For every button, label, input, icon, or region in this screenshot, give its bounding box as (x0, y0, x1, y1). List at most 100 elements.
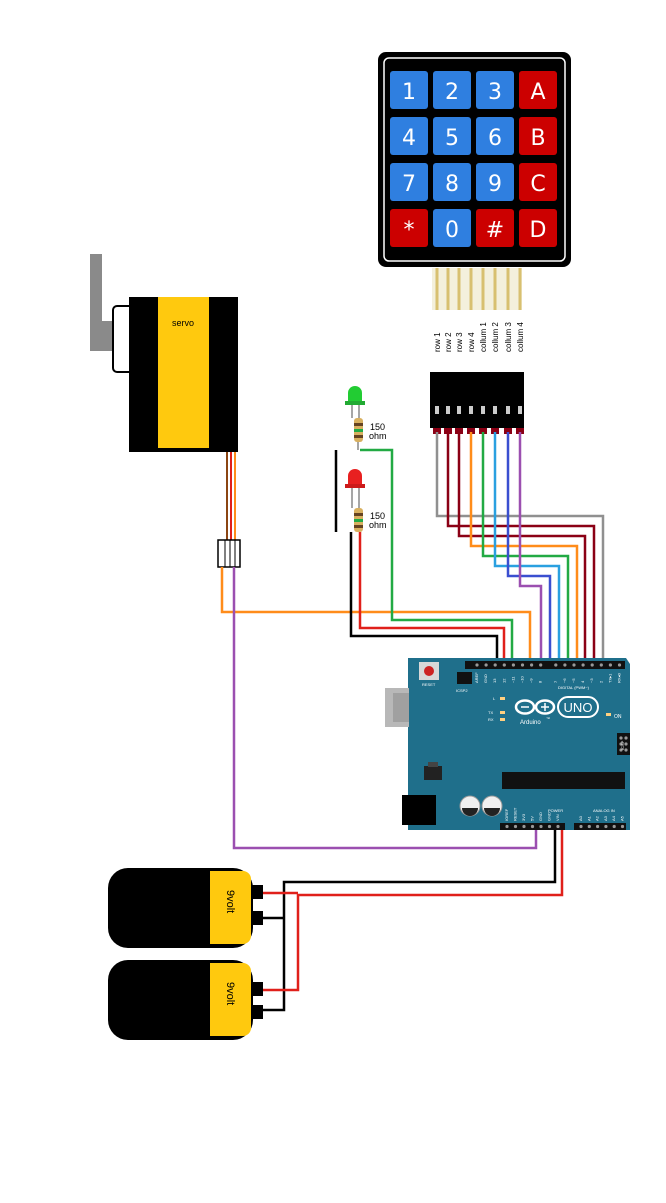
key-5 (390, 117, 428, 155)
wire-led-red (358, 532, 506, 668)
key-label: C (530, 172, 545, 197)
pin-label: row 1 (433, 332, 442, 352)
key-label: 1 (402, 80, 416, 105)
voltage-regulator (424, 766, 442, 780)
key-label: 8 (445, 172, 459, 197)
wire-battery-vin (263, 822, 564, 992)
wire-col2 (493, 432, 561, 668)
led-red: 150 ohm (345, 469, 387, 532)
analog-pin-label: A3 (603, 815, 608, 821)
digital-pin-label: 2 (598, 680, 603, 683)
key-3 (476, 71, 514, 109)
wire-led-ground (349, 532, 499, 668)
key-label: 3 (488, 80, 502, 105)
digital-pin-label: 4 (580, 680, 585, 683)
key-label: 0 (445, 218, 459, 243)
wire-led-green (360, 448, 514, 668)
power-pin-label: RESET (513, 807, 518, 821)
servo-connector (217, 539, 241, 568)
key-4 (519, 71, 557, 109)
on-label: ON (614, 714, 622, 720)
digital-pin-label: ~11 (510, 676, 515, 683)
icsp-label: ICSP (620, 740, 625, 750)
key-label: A (530, 80, 545, 105)
key-label: 6 (488, 126, 502, 151)
digital-pin-label: ~10 (520, 675, 525, 683)
battery-1: 9volt (108, 868, 263, 948)
arduino-tm: ™ (546, 716, 550, 721)
key-label: * (404, 218, 415, 243)
key-10 (433, 163, 471, 201)
servo-label-panel (158, 297, 209, 448)
icsp2-label: ICSP2 (456, 688, 468, 693)
wire-row4 (469, 432, 579, 668)
resistor-2-unit: ohm (369, 520, 387, 530)
key-label: # (486, 218, 504, 243)
analog-header (574, 823, 626, 830)
resistor-1-unit: ohm (369, 431, 387, 441)
key-label: 7 (402, 172, 416, 197)
keypad-ribbon-lines (435, 268, 522, 310)
led-tx-label: TX (488, 710, 493, 715)
pin-label: row 4 (467, 332, 476, 352)
digital-pin-label: 8 (538, 680, 543, 683)
analog-pin-label: A5 (620, 815, 625, 821)
analog-pin-label: A0 (578, 815, 583, 821)
keypad-header-pins (433, 406, 524, 434)
uno-text: UNO (564, 700, 593, 715)
arduino-logo (514, 699, 556, 715)
battery-2: 9volt (108, 960, 263, 1040)
power-pin-label: IOREF (504, 808, 509, 821)
key-15 (476, 209, 514, 247)
resistor-2-value: 150 (370, 511, 385, 521)
digital-pin-label: 12 (501, 678, 506, 683)
key-label: 4 (402, 126, 416, 151)
microcontroller-chip (502, 772, 625, 789)
pin-label: collum 1 (479, 322, 488, 352)
power-label: POWER (548, 808, 563, 813)
servo: servo (90, 254, 241, 568)
wire-col1 (481, 432, 570, 668)
pin-label: row 2 (444, 332, 453, 352)
arduino-brand: Arduino (520, 720, 541, 726)
pin-label: row 3 (455, 332, 464, 352)
analog-pin-label: A4 (611, 815, 616, 821)
digital-pin-label: 13 (492, 678, 497, 683)
digital-pin-label: ~3 (589, 678, 594, 683)
digital-pin-label: ~9 (529, 678, 534, 683)
key-9 (390, 163, 428, 201)
key-label: D (530, 218, 547, 243)
wires (220, 432, 605, 1012)
digital-pin-label: GND (483, 674, 488, 683)
key-label: 9 (488, 172, 502, 197)
wire-row3 (457, 432, 587, 668)
power-jack (402, 795, 436, 825)
wire-col4 (518, 432, 543, 668)
battery-1-label: 9volt (224, 890, 236, 913)
key-1 (390, 71, 428, 109)
digital-pin-label: RX◂0 (617, 672, 622, 683)
power-pin-label: VIN (555, 814, 560, 821)
battery-1-label-panel (210, 871, 251, 944)
key-6 (433, 117, 471, 155)
analog-label: ANALOG IN (593, 808, 615, 813)
uno-badge (557, 696, 599, 718)
wire-battery-gnd (263, 822, 557, 1012)
pin-label: collum 2 (491, 322, 500, 352)
digital-label: DIGITAL (PWM~) (558, 685, 590, 690)
led-l-label: L (493, 696, 496, 701)
wire-servo-power (232, 567, 538, 850)
servo-label: servo (172, 318, 194, 328)
key-11 (476, 163, 514, 201)
led-rx-label: RX (488, 717, 494, 722)
resistor-1-value: 150 (370, 422, 385, 432)
wire-servo-signal (220, 567, 532, 668)
digital-pin-label: 7 (553, 680, 558, 683)
